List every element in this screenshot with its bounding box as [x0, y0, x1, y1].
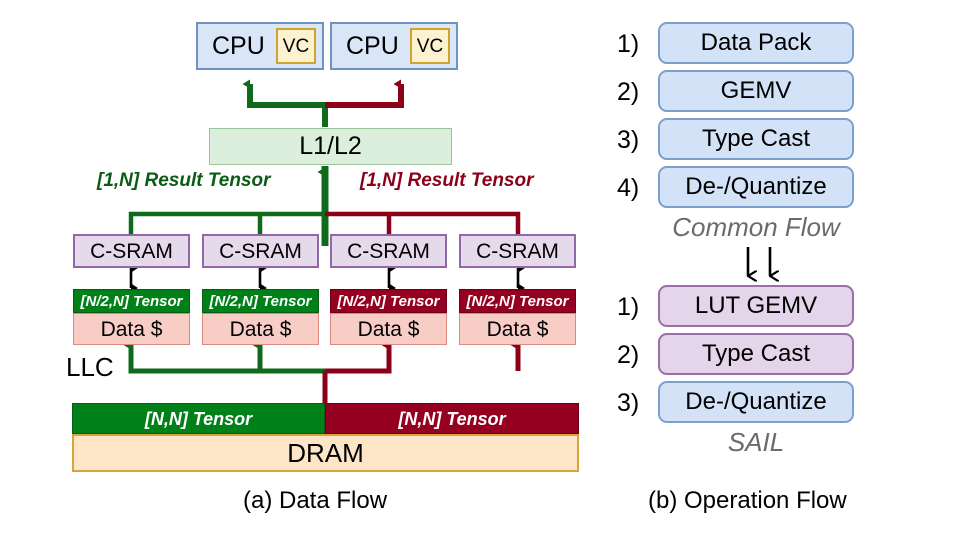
tensor-strip-2: [N/2,N] Tensor: [330, 289, 447, 313]
sail-flow-title: SAIL: [727, 427, 785, 457]
dram-block: DRAM: [72, 434, 579, 472]
sail-step-label-2: Type Cast: [701, 340, 811, 367]
result-tensor-label-right: [1,N] Result Tensor: [360, 170, 534, 191]
common-step-label-1: Data Pack: [700, 29, 812, 56]
common-step-box-2: GEMV: [658, 70, 854, 112]
data-cache-label: Data $: [229, 317, 292, 341]
common-step-label-4: De-/Quantize: [685, 173, 827, 200]
c-sram-label: C-SRAM: [347, 239, 430, 263]
vc-label: VC: [416, 35, 444, 57]
data-cache-label: Data $: [486, 317, 549, 341]
llc-label: LLC: [66, 352, 114, 382]
common-step-box-1: Data Pack: [658, 22, 854, 64]
c-sram-label: C-SRAM: [476, 239, 559, 263]
dram-tensor-right: [N,N] Tensor: [325, 403, 579, 434]
tensor-strip-label: [N/2,N] Tensor: [466, 292, 569, 310]
common-step-label-2: GEMV: [720, 77, 792, 104]
data-cache-label: Data $: [357, 317, 420, 341]
common-step-num-4: 4): [617, 174, 640, 202]
vc-label: VC: [282, 35, 310, 57]
data-cache-1: Data $: [202, 313, 319, 345]
data-cache-2: Data $: [330, 313, 447, 345]
common-step-box-4: De-/Quantize: [658, 166, 854, 208]
caption-data-flow: (a) Data Flow: [243, 487, 388, 514]
data-cache-0: Data $: [73, 313, 190, 345]
sail-step-label-1: LUT GEMV: [694, 292, 818, 319]
c-sram-2: C-SRAM: [330, 234, 447, 268]
dram-label: DRAM: [287, 438, 364, 468]
common-step-num-2: 2): [617, 78, 640, 106]
common-step-box-3: Type Cast: [658, 118, 854, 160]
tensor-strip-label: [N/2,N] Tensor: [337, 292, 440, 310]
vector-core-1: VC: [410, 28, 450, 64]
data-cache-label: Data $: [100, 317, 163, 341]
common-step-label-3: Type Cast: [701, 125, 811, 152]
c-sram-label: C-SRAM: [219, 239, 302, 263]
dram-tensor-left: [N,N] Tensor: [72, 403, 325, 434]
c-sram-1: C-SRAM: [202, 234, 319, 268]
sail-step-box-3: De-/Quantize: [658, 381, 854, 423]
sail-step-num-1: 1): [617, 293, 640, 321]
cpu-label: CPU: [212, 31, 265, 60]
result-tensor-label-left: [1,N] Result Tensor: [97, 170, 271, 191]
common-step-num-3: 3): [617, 126, 640, 154]
tensor-strip-0: [N/2,N] Tensor: [73, 289, 190, 313]
data-cache-3: Data $: [459, 313, 576, 345]
c-sram-3: C-SRAM: [459, 234, 576, 268]
sail-step-box-1: LUT GEMV: [658, 285, 854, 327]
l1-l2-cache-block: L1/L2: [209, 128, 452, 165]
tensor-strip-label: [N/2,N] Tensor: [80, 292, 183, 310]
c-sram-label: C-SRAM: [90, 239, 173, 263]
sail-step-num-3: 3): [617, 389, 640, 417]
tensor-strip-1: [N/2,N] Tensor: [202, 289, 319, 313]
common-step-num-1: 1): [617, 30, 640, 58]
vector-core-0: VC: [276, 28, 316, 64]
dram-tensor-right-label: [N,N] Tensor: [398, 408, 506, 429]
caption-operation-flow: (b) Operation Flow: [648, 487, 847, 514]
sail-step-box-2: Type Cast: [658, 333, 854, 375]
tensor-strip-3: [N/2,N] Tensor: [459, 289, 576, 313]
sail-step-num-2: 2): [617, 341, 640, 369]
dram-tensor-left-label: [N,N] Tensor: [144, 408, 253, 429]
common-flow-title: Common Flow: [672, 212, 840, 242]
cpu-label: CPU: [346, 31, 399, 60]
sail-step-label-3: De-/Quantize: [685, 388, 827, 415]
tensor-strip-label: [N/2,N] Tensor: [209, 292, 312, 310]
l1-l2-label: L1/L2: [299, 132, 362, 160]
c-sram-0: C-SRAM: [73, 234, 190, 268]
